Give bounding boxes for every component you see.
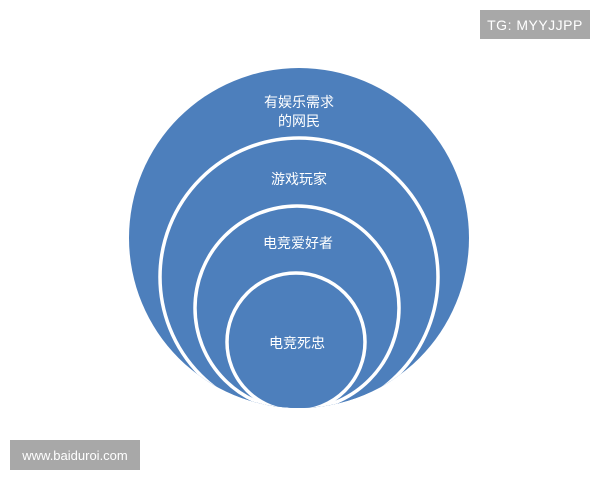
label-esports-diehards: 电竞死忠 [269, 335, 325, 352]
watermark-top-right: TG: MYYJJPP [480, 10, 590, 39]
label-netizens-line1: 有娱乐需求 [264, 95, 334, 111]
watermark-bottom-left: www.baiduroi.com [10, 440, 140, 470]
label-netizens-line2: 的网民 [278, 114, 320, 130]
label-esports-fans: 电竞爱好者 [263, 235, 333, 252]
circle-esports-diehards [225, 271, 367, 408]
label-gamers: 游戏玩家 [271, 171, 327, 188]
